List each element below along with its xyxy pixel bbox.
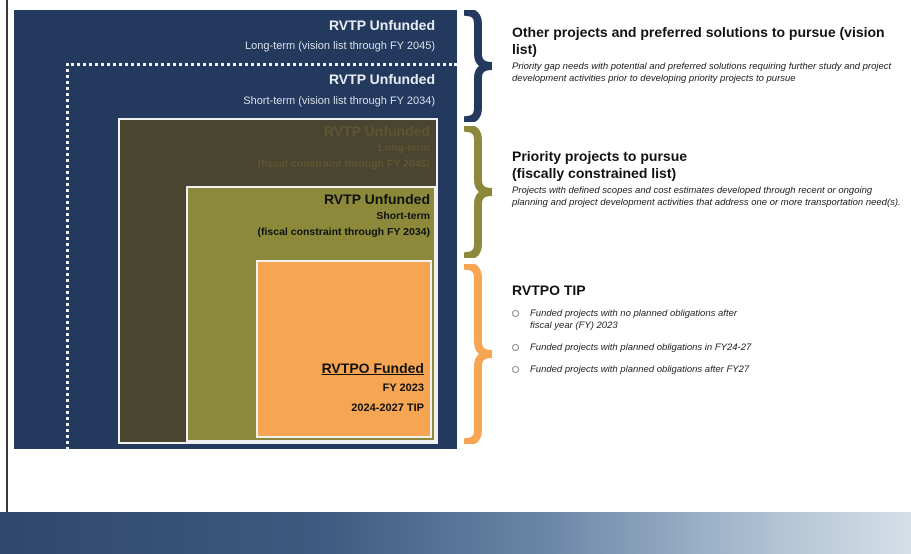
fc-short-sub2: (fiscal constraint through FY 2034): [257, 226, 430, 238]
funded-line2: 2024-2027 TIP: [351, 402, 424, 414]
list-item: Funded projects with planned obligations…: [512, 364, 752, 376]
fc-long-sub1: Long-term: [378, 142, 430, 154]
fc-long-title: RVTP Unfunded: [323, 123, 430, 139]
funded-title: RVTPO Funded: [321, 360, 424, 376]
fiscal-short-term-block: RVTP Unfunded Short-term (fiscal constra…: [186, 186, 436, 442]
vision-description: Priority gap needs with potential and pr…: [512, 61, 892, 84]
left-edge-line: [6, 0, 8, 512]
outer-subtitle: Long-term (vision list through FY 2045): [245, 40, 435, 52]
tip-list: Funded projects with no planned obligati…: [512, 308, 752, 376]
priority-description: Projects with defined scopes and cost es…: [512, 185, 901, 208]
list-item: Funded projects with planned obligations…: [512, 342, 752, 354]
footer-band: [0, 512, 911, 554]
fc-short-sub1: Short-term: [376, 210, 430, 222]
fc-long-sub2: (fiscal constraint through FY 2045): [257, 158, 430, 170]
tip-item-text: Funded projects with planned obligations…: [530, 342, 752, 353]
brace-priority: [464, 126, 493, 258]
legend-vision: Other projects and preferred solutions t…: [512, 24, 904, 85]
vision-long-term-block: RVTP Unfunded Long-term (vision list thr…: [14, 10, 457, 450]
bullet-circle-icon: [512, 310, 519, 317]
vision-title: Other projects and preferred solutions t…: [512, 24, 885, 57]
outer-title: RVTP Unfunded: [328, 17, 435, 33]
funded-line1: FY 2023: [382, 382, 424, 394]
fiscal-long-term-block: RVTP Unfunded Long-term (fiscal constrai…: [118, 118, 438, 444]
brace-vision: [464, 10, 493, 122]
funded-tip-block: RVTPO Funded FY 2023 2024-2027 TIP: [256, 260, 432, 438]
legend-priority: Priority projects to pursue (fiscally co…: [512, 148, 904, 209]
vision-short-term-frame: [66, 63, 457, 450]
bullet-circle-icon: [512, 366, 519, 373]
tip-title: RVTPO TIP: [512, 282, 586, 298]
tip-item-text: Funded projects with no planned obligati…: [530, 308, 738, 331]
priority-title: Priority projects to pursue (fiscally co…: [512, 148, 688, 181]
short-term-subtitle: Short-term (vision list through FY 2034): [243, 95, 435, 107]
tip-item-text: Funded projects with planned obligations…: [530, 364, 750, 375]
brace-tip: [464, 264, 493, 444]
bullet-circle-icon: [512, 344, 519, 351]
list-item: Funded projects with no planned obligati…: [512, 308, 752, 332]
short-term-title: RVTP Unfunded: [328, 71, 435, 87]
fc-short-title: RVTP Unfunded: [323, 191, 430, 207]
legend-tip: RVTPO TIP Funded projects with no planne…: [512, 282, 752, 386]
